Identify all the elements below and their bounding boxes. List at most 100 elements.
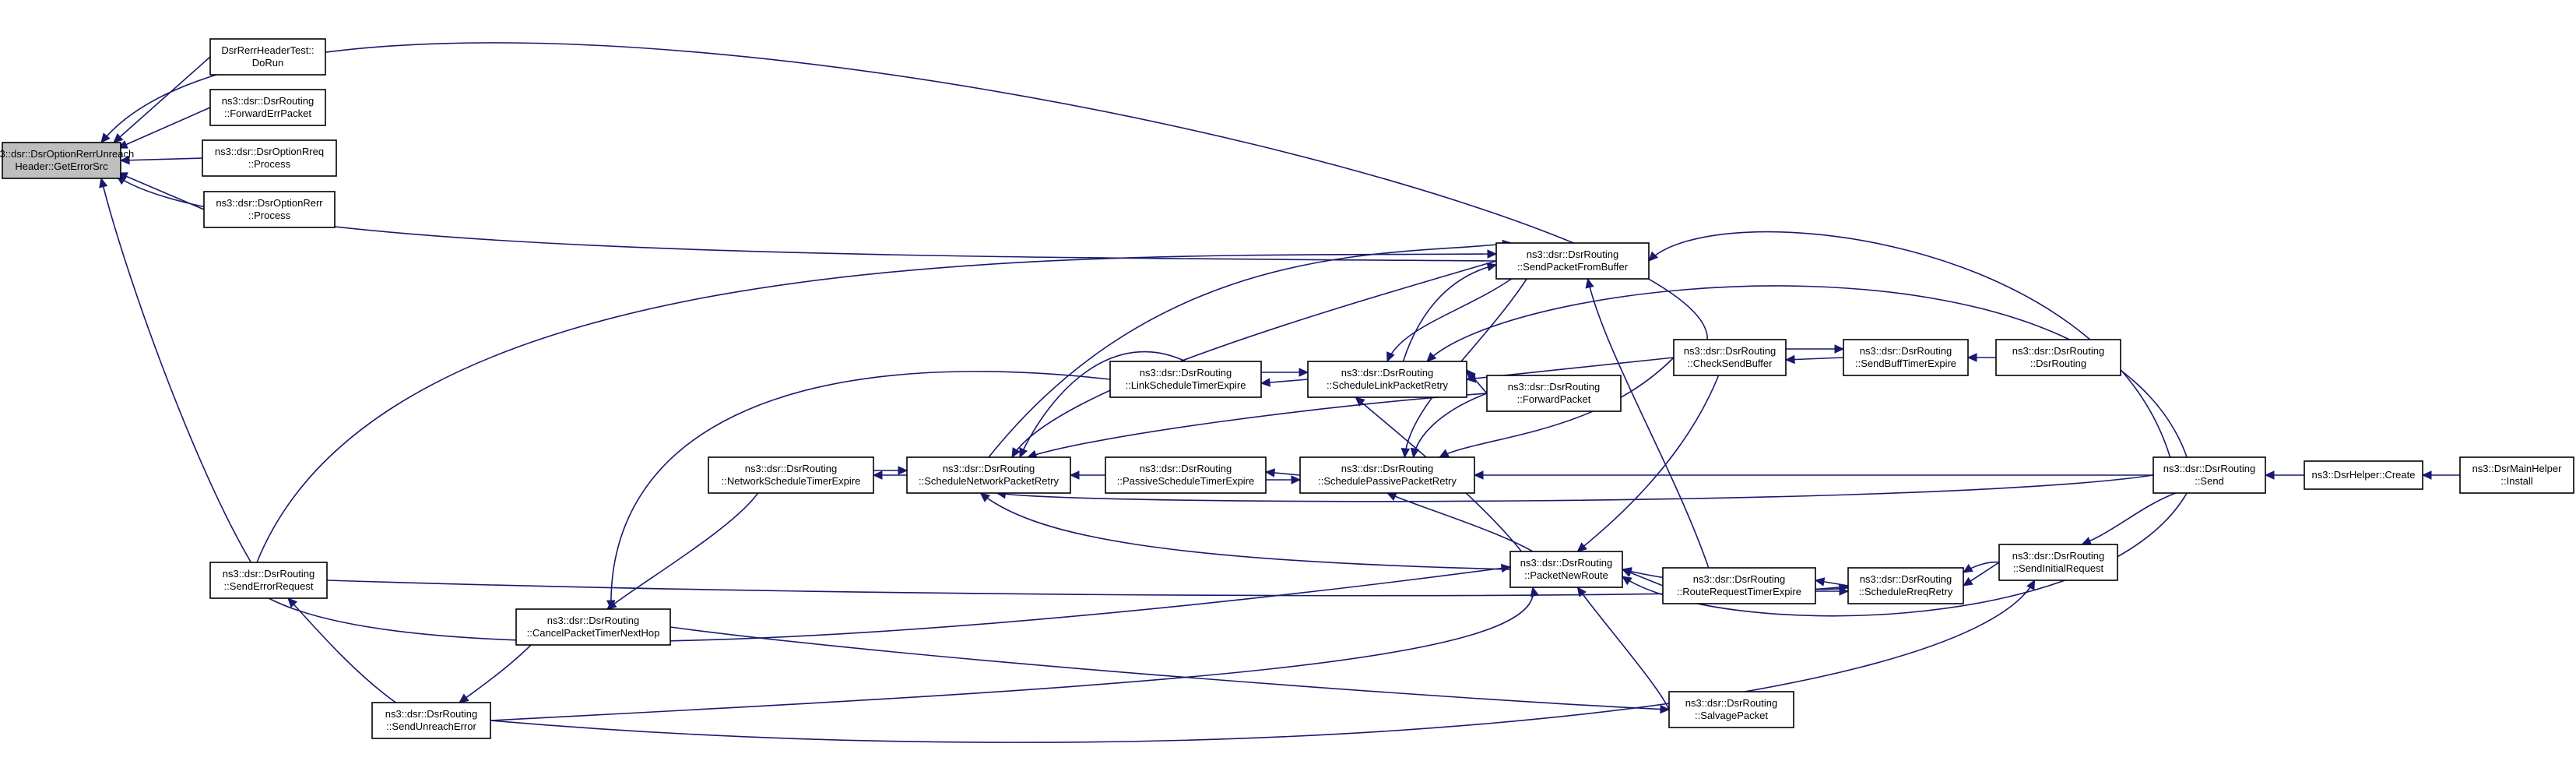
edge-routereq-to-sendfrombuf <box>1587 278 1710 569</box>
node-box-send <box>2153 456 2266 494</box>
node-dsrrouting[interactable]: ns3::dsr::DsrRouting::DsrRouting <box>1995 339 2121 376</box>
arrow-send-to-sendinit <box>2081 537 2093 545</box>
node-label-netsched-0: ns3::dsr::DsrRouting <box>745 463 838 474</box>
node-label-send-0: ns3::dsr::DsrRouting <box>2163 463 2256 474</box>
arrow-cancelpkt-to-sendunreach <box>459 693 469 703</box>
call-nodes: ns3::dsr::DsrOptionRerrUnreachHeader::Ge… <box>0 38 2574 739</box>
node-label-senderr-0: ns3::dsr::DsrRouting <box>223 568 315 580</box>
node-box-rerrproc <box>203 191 336 228</box>
arrow-fwdpkt-to-schedpass <box>1410 447 1420 459</box>
node-label-dsrrouting-1: ::DsrRouting <box>2030 358 2086 369</box>
edge-schedlink-to-sendfrombuf <box>1402 264 1497 362</box>
node-box-fwdpkt <box>1486 375 1622 412</box>
arrow-senderr-to-root <box>99 177 108 188</box>
node-linksched[interactable]: ns3::dsr::DsrRouting::LinkScheduleTimerE… <box>1109 361 1262 398</box>
edge-rreqproc-to-root <box>120 157 203 161</box>
node-label-salvage-0: ns3::dsr::DsrRouting <box>1685 697 1778 709</box>
arrow-sendunreach-to-sendinit <box>2026 579 2036 590</box>
node-label-schedpass-0: ns3::dsr::DsrRouting <box>1341 463 1434 474</box>
node-label-sendinit-1: ::SendInitialRequest <box>2013 562 2104 574</box>
node-label-install-1: ::Install <box>2500 475 2532 487</box>
node-install[interactable]: ns3::DsrMainHelper::Install <box>2459 456 2574 494</box>
node-schedlink[interactable]: ns3::dsr::DsrRouting::ScheduleLinkPacket… <box>1307 361 1467 398</box>
arrow-send-to-schedlink <box>1426 351 1437 362</box>
arrow-pktnewroute-to-schednet <box>979 492 991 502</box>
arrow-schedpass-to-passsched <box>1264 468 1275 477</box>
node-box-senderr <box>209 562 328 599</box>
edge-senderr-to-root <box>100 178 252 563</box>
call-edges <box>99 42 2460 743</box>
node-netsched[interactable]: ns3::dsr::DsrRouting::NetworkScheduleTim… <box>708 456 874 494</box>
arrow-dsrrouting-to-sendbuff <box>1966 353 1977 362</box>
node-send[interactable]: ns3::dsr::DsrRouting::Send <box>2153 456 2266 494</box>
node-checksend[interactable]: ns3::dsr::DsrRouting::CheckSendBuffer <box>1673 339 1787 376</box>
node-schedrreq[interactable]: ns3::dsr::DsrRouting::ScheduleRreqRetry <box>1847 567 1964 604</box>
node-box-schedrreq <box>1847 567 1964 604</box>
node-rerrproc[interactable]: ns3::dsr::DsrOptionRerr::Process <box>203 191 336 228</box>
arrow-cancelpkt-to-salvage <box>1660 704 1671 714</box>
node-label-root-0: ns3::dsr::DsrOptionRerrUnreach <box>0 148 134 160</box>
arrow-send-to-sendfrombuf <box>1648 251 1659 262</box>
node-schednet[interactable]: ns3::dsr::DsrRouting::ScheduleNetworkPac… <box>906 456 1071 494</box>
edge-sendfrombuf-to-schednet <box>1011 260 1497 458</box>
edge-senderr-to-pktnewroute <box>268 566 1511 643</box>
arrow-helpercreate-to-send <box>2264 470 2275 480</box>
node-sendinit[interactable]: ns3::dsr::DsrRouting::SendInitialRequest <box>1998 544 2118 581</box>
node-fwderr[interactable]: ns3::dsr::DsrRouting::ForwardErrPacket <box>209 89 326 126</box>
edge-sendfrombuf-to-schednet <box>988 242 1512 458</box>
arrow-send-to-pktnewroute <box>1622 576 1632 586</box>
edge-send-to-sendinit <box>2082 492 2177 545</box>
arrow-checksend-to-schedpass <box>1439 449 1450 458</box>
node-helpercreate[interactable]: ns3::DsrHelper::Create <box>2304 460 2423 490</box>
node-label-passsched-1: ::PassiveScheduleTimerExpire <box>1117 475 1255 487</box>
node-fwdpkt[interactable]: ns3::dsr::DsrRouting::ForwardPacket <box>1486 375 1622 412</box>
node-sendbuff[interactable]: ns3::dsr::DsrRouting::SendBuffTimerExpir… <box>1843 339 1969 376</box>
node-pktnewroute[interactable]: ns3::dsr::DsrRouting::PacketNewRoute <box>1509 551 1623 588</box>
node-passsched[interactable]: ns3::dsr::DsrRouting::PassiveScheduleTim… <box>1105 456 1267 494</box>
node-box-install <box>2459 456 2574 494</box>
node-cancelpkt[interactable]: ns3::dsr::DsrRouting::CancelPacketTimerN… <box>515 608 671 646</box>
arrow-routereq-to-sendfrombuf <box>1585 277 1594 289</box>
node-box-pktnewroute <box>1509 551 1623 588</box>
arrow-schedlink-to-sendfrombuf <box>1486 262 1498 272</box>
node-label-fwderr-0: ns3::dsr::DsrRouting <box>222 95 315 107</box>
node-box-schednet <box>906 456 1071 494</box>
node-root[interactable]: ns3::dsr::DsrOptionRerrUnreachHeader::Ge… <box>0 142 134 179</box>
node-senderr[interactable]: ns3::dsr::DsrRouting::SendErrorRequest <box>209 562 328 599</box>
node-schedpass[interactable]: ns3::dsr::DsrRouting::SchedulePassivePac… <box>1299 456 1475 494</box>
arrow-schedrreq-to-pktnewroute <box>1621 567 1632 576</box>
arrow-schedrreq-to-routereq <box>1814 577 1826 587</box>
node-box-root <box>2 142 121 179</box>
node-box-rreqproc <box>202 139 337 177</box>
node-box-cancelpkt <box>515 608 671 646</box>
node-label-schednet-1: ::ScheduleNetworkPacketRetry <box>919 475 1059 487</box>
node-label-rerrtest-0: DsrRerrHeaderTest:: <box>221 44 314 56</box>
node-routereq[interactable]: ns3::dsr::DsrRouting::RouteRequestTimerE… <box>1662 567 1816 604</box>
node-label-sendfrombuf-0: ns3::dsr::DsrRouting <box>1527 248 1619 260</box>
node-sendunreach[interactable]: ns3::dsr::DsrRouting::SendUnreachError <box>371 702 491 739</box>
node-box-sendinit <box>1998 544 2118 581</box>
node-label-schedpass-1: ::SchedulePassivePacketRetry <box>1318 475 1457 487</box>
arrow-install-to-helpercreate <box>2421 470 2432 480</box>
node-label-schednet-0: ns3::dsr::DsrRouting <box>943 463 1035 474</box>
node-box-schedlink <box>1307 361 1467 398</box>
edge-send-to-schednet <box>996 474 2154 502</box>
arrow-routereq2-to-schedrreq <box>1839 587 1850 596</box>
node-box-schedpass <box>1299 456 1475 494</box>
node-rerrtest[interactable]: DsrRerrHeaderTest::DoRun <box>209 38 326 76</box>
node-label-salvage-1: ::SalvagePacket <box>1695 710 1768 721</box>
arrow-pktnewroute-to-schedlink <box>1355 396 1365 407</box>
arrow-passsched2-to-schedpass <box>1291 475 1302 484</box>
node-label-pktnewroute-0: ns3::dsr::DsrRouting <box>1520 557 1613 569</box>
arrow-netsched2-to-schednet <box>898 466 908 475</box>
arrow-rreqproc-to-root <box>119 155 130 165</box>
node-sendfrombuf[interactable]: ns3::dsr::DsrRouting::SendPacketFromBuff… <box>1495 242 1650 280</box>
edge-salvage-to-pktnewroute <box>1576 587 1670 710</box>
arrow-sendbuff-to-checksend <box>1784 354 1795 365</box>
arrow-senderr-to-sendfrombuf <box>1487 249 1498 259</box>
edge-linksched-to-cancelpkt <box>610 371 1111 610</box>
arrow-passsched-to-schednet <box>1069 470 1080 480</box>
node-rreqproc[interactable]: ns3::dsr::DsrOptionRreq::Process <box>202 139 337 177</box>
node-box-passsched <box>1105 456 1267 494</box>
node-salvage[interactable]: ns3::dsr::DsrRouting::SalvagePacket <box>1668 691 1794 728</box>
